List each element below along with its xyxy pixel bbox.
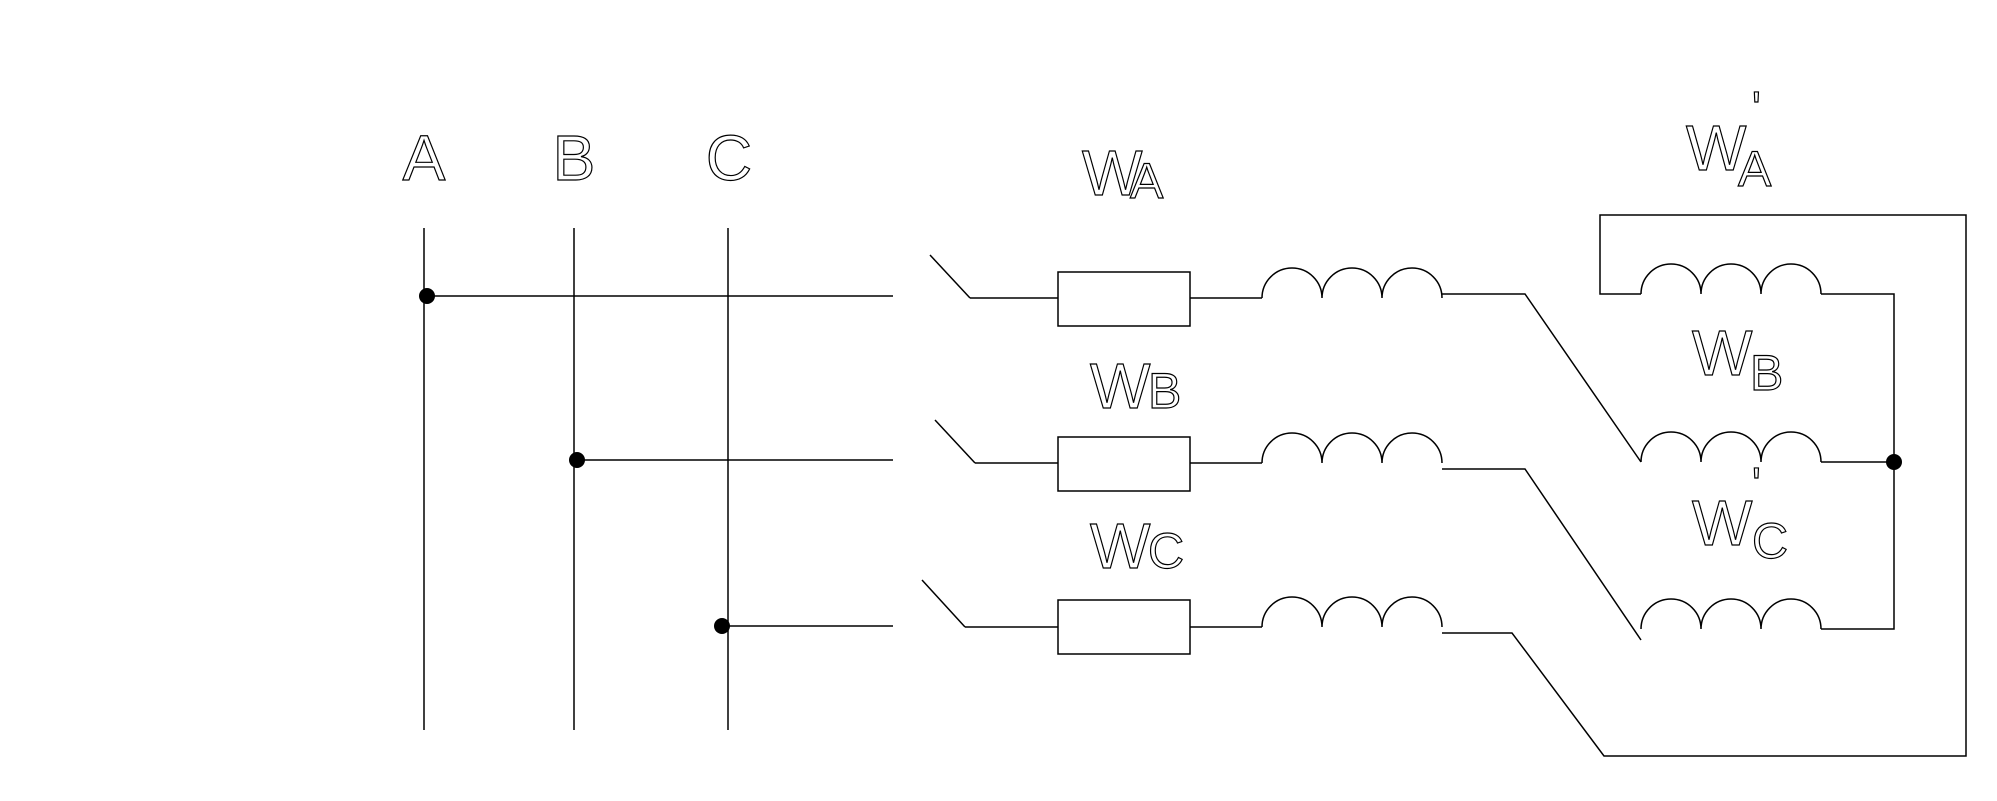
svg-text:W: W	[1082, 137, 1143, 209]
link-c-to-outer-loop	[1442, 214, 1967, 757]
svg-text:B: B	[1148, 363, 1181, 419]
label-primary-winding-b: W B	[1089, 349, 1182, 422]
primary-coil-c	[1261, 596, 1443, 628]
fuse-a	[1057, 271, 1191, 327]
junction-dot-a	[419, 288, 435, 304]
svg-text:': '	[1752, 82, 1761, 134]
secondary-coil-c	[1640, 598, 1822, 630]
svg-text:W: W	[1692, 317, 1753, 389]
secondary-coil-a	[1640, 263, 1822, 295]
switch-c	[921, 579, 966, 628]
svg-text:C: C	[1148, 523, 1184, 579]
svg-text:C: C	[1752, 513, 1788, 569]
bus-label-b: B	[553, 122, 596, 194]
switch-a	[929, 254, 971, 299]
primary-coil-b	[1261, 432, 1443, 464]
fuse-b	[1057, 436, 1191, 492]
star-point-dot	[1886, 454, 1902, 470]
svg-text:A: A	[1738, 141, 1772, 197]
switch-b	[934, 419, 976, 464]
secondary-coil-b	[1640, 431, 1822, 463]
label-primary-winding-a: W A	[1081, 136, 1164, 209]
svg-text:W: W	[1090, 510, 1151, 582]
label-secondary-winding-a: W ' A	[1685, 81, 1772, 197]
bus-label-a: A	[403, 122, 446, 194]
primary-coil-a	[1261, 267, 1443, 299]
link-b-to-secondary-c	[1442, 468, 1642, 641]
junction-dot-b	[569, 452, 585, 468]
fuse-c	[1057, 599, 1191, 655]
label-secondary-winding-c: W ' C	[1691, 457, 1788, 569]
label-secondary-winding-b: W B	[1691, 316, 1784, 401]
bus-label-c: C	[706, 122, 752, 194]
secondary-c-to-star	[1821, 462, 1895, 630]
svg-text:W: W	[1686, 112, 1747, 184]
svg-text:': '	[1752, 458, 1761, 510]
svg-text:B: B	[1750, 345, 1783, 401]
link-a-to-secondary-b	[1442, 293, 1642, 463]
svg-text:W: W	[1692, 487, 1753, 559]
svg-text:W: W	[1090, 350, 1151, 422]
label-primary-winding-c: W C	[1089, 509, 1184, 582]
secondary-a-to-star	[1821, 293, 1895, 462]
junction-dot-c	[714, 618, 730, 634]
svg-text:A: A	[1130, 153, 1164, 209]
